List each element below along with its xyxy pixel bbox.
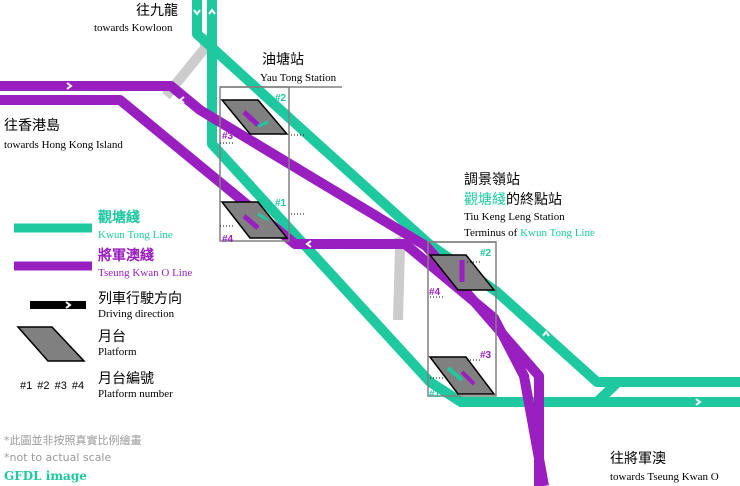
tko-track-upper [0, 81, 544, 486]
legend-driving-zh: 列車行駛方向 [98, 291, 182, 307]
kowloon-label-en: towards Kowloon [94, 22, 173, 34]
chevron-left-icon [178, 96, 185, 104]
legend-tko-zh: 將軍澳綫 [98, 248, 154, 264]
tkl-label-en: Tiu Keng Leng Station [464, 211, 565, 223]
direction-chevrons [66, 8, 702, 463]
chevron-right-icon [695, 398, 702, 406]
legend-platform-en: Platform [98, 346, 137, 358]
legend-driving-swatch [30, 301, 86, 309]
chevron-right-icon [66, 82, 73, 90]
tkl-terminus-zh-suffix: 的終點站 [506, 192, 562, 208]
tkl-label-zh: 調景嶺站 [464, 172, 520, 188]
gfdl-note: GFDL image [4, 469, 87, 483]
legend-graphics [14, 223, 92, 362]
legend-platform-number-en: Platform number [98, 388, 173, 400]
yau-tong-upper-train-purple [242, 110, 260, 127]
legend-platform-zh: 月台 [98, 329, 126, 345]
legend-kwun-tong-zh-text: 觀塘綫 [98, 210, 140, 226]
platform-number: #1 [275, 198, 287, 209]
platform-number: #1 [429, 389, 441, 400]
tkl-terminus-en-line: Kwun Tong Line [520, 227, 595, 239]
kwun-tong-track-lower [207, 0, 740, 407]
tkl-terminus-zh: 觀塘綫的終點站 [464, 192, 562, 208]
platform-number: #3 [480, 350, 492, 361]
legend-kwun-tong-zh: 觀塘綫 [98, 210, 140, 226]
yau-tong-platform-upper [220, 99, 289, 135]
scale-note-en: *not to actual scale [4, 451, 112, 464]
scale-note-zh: *此圖並非按照真實比例繪畫 [4, 434, 142, 447]
chevron-up-icon [348, 184, 356, 191]
platform-number: #2 [275, 93, 287, 104]
tseung-kwan-o-line-tracks [0, 81, 549, 486]
tiu-keng-leng-station-box [427, 241, 497, 397]
tko-label-en: towards Tseung Kwan O [610, 471, 719, 483]
chevron-up-icon [549, 456, 557, 463]
yau-tong-station-box [219, 86, 342, 242]
tkl-terminus-en: Terminus of Kwun Tong Line [464, 227, 595, 240]
legend-platform-number-samples: #1 #2 #3 #4 [20, 380, 85, 392]
tkl-terminus-zh-line: 觀塘綫 [464, 192, 506, 208]
legend-platform-number-zh: 月台編號 [98, 371, 154, 387]
chevron-up-icon [208, 8, 216, 15]
yau-tong-lower-train-green [257, 212, 269, 222]
legend-tko-zh-text: 將軍澳綫 [98, 248, 154, 264]
legend-kwun-tong-en: Kwun Tong Line [98, 229, 173, 241]
platform-number: #3 [222, 131, 234, 142]
yau-tong-platform-lower [220, 201, 289, 239]
tko-track-lower [0, 95, 549, 486]
tkl-lower-train-green [446, 366, 464, 382]
tkl-platform-lower [428, 356, 496, 395]
tkl-crossover-track [391, 236, 405, 321]
hk-island-label-en: towards Hong Kong Island [4, 139, 123, 151]
legend-tko-en: Tseung Kwan O Line [98, 267, 193, 279]
chevron-right-icon [65, 301, 72, 309]
chevron-down-icon [433, 373, 441, 380]
legend-driving-en: Driving direction [98, 308, 175, 320]
tko-label-zh: 往將軍澳 [610, 451, 666, 467]
hk-island-label-zh: 往香港島 [4, 118, 60, 134]
platform-number: #4 [222, 234, 234, 245]
tkl-terminus-en-prefix: Terminus of [464, 227, 521, 239]
platform-number: #4 [429, 287, 441, 298]
kowloon-label: 往九龍 [136, 3, 178, 19]
platform-dots [220, 134, 481, 379]
tkl-frame [427, 241, 497, 397]
tkl-lower-train-purple [460, 370, 476, 386]
chevron-down-icon [193, 9, 201, 16]
chevron-up-icon [542, 330, 550, 337]
chevron-left-icon [305, 240, 312, 248]
yau-tong-upper-train-green [257, 120, 269, 128]
yau-tong-lower-train-purple [242, 214, 260, 230]
kowloon-label-zh: 往九龍 [136, 3, 178, 19]
yau-tong-label-zh: 油塘站 [262, 52, 304, 68]
platform-number: #2 [480, 248, 492, 259]
legend-platform-swatch [16, 326, 86, 362]
yau-tong-frame [219, 86, 290, 242]
yau-tong-label-en: Yau Tong Station [260, 72, 337, 84]
kwun-tong-crossover [593, 378, 622, 406]
